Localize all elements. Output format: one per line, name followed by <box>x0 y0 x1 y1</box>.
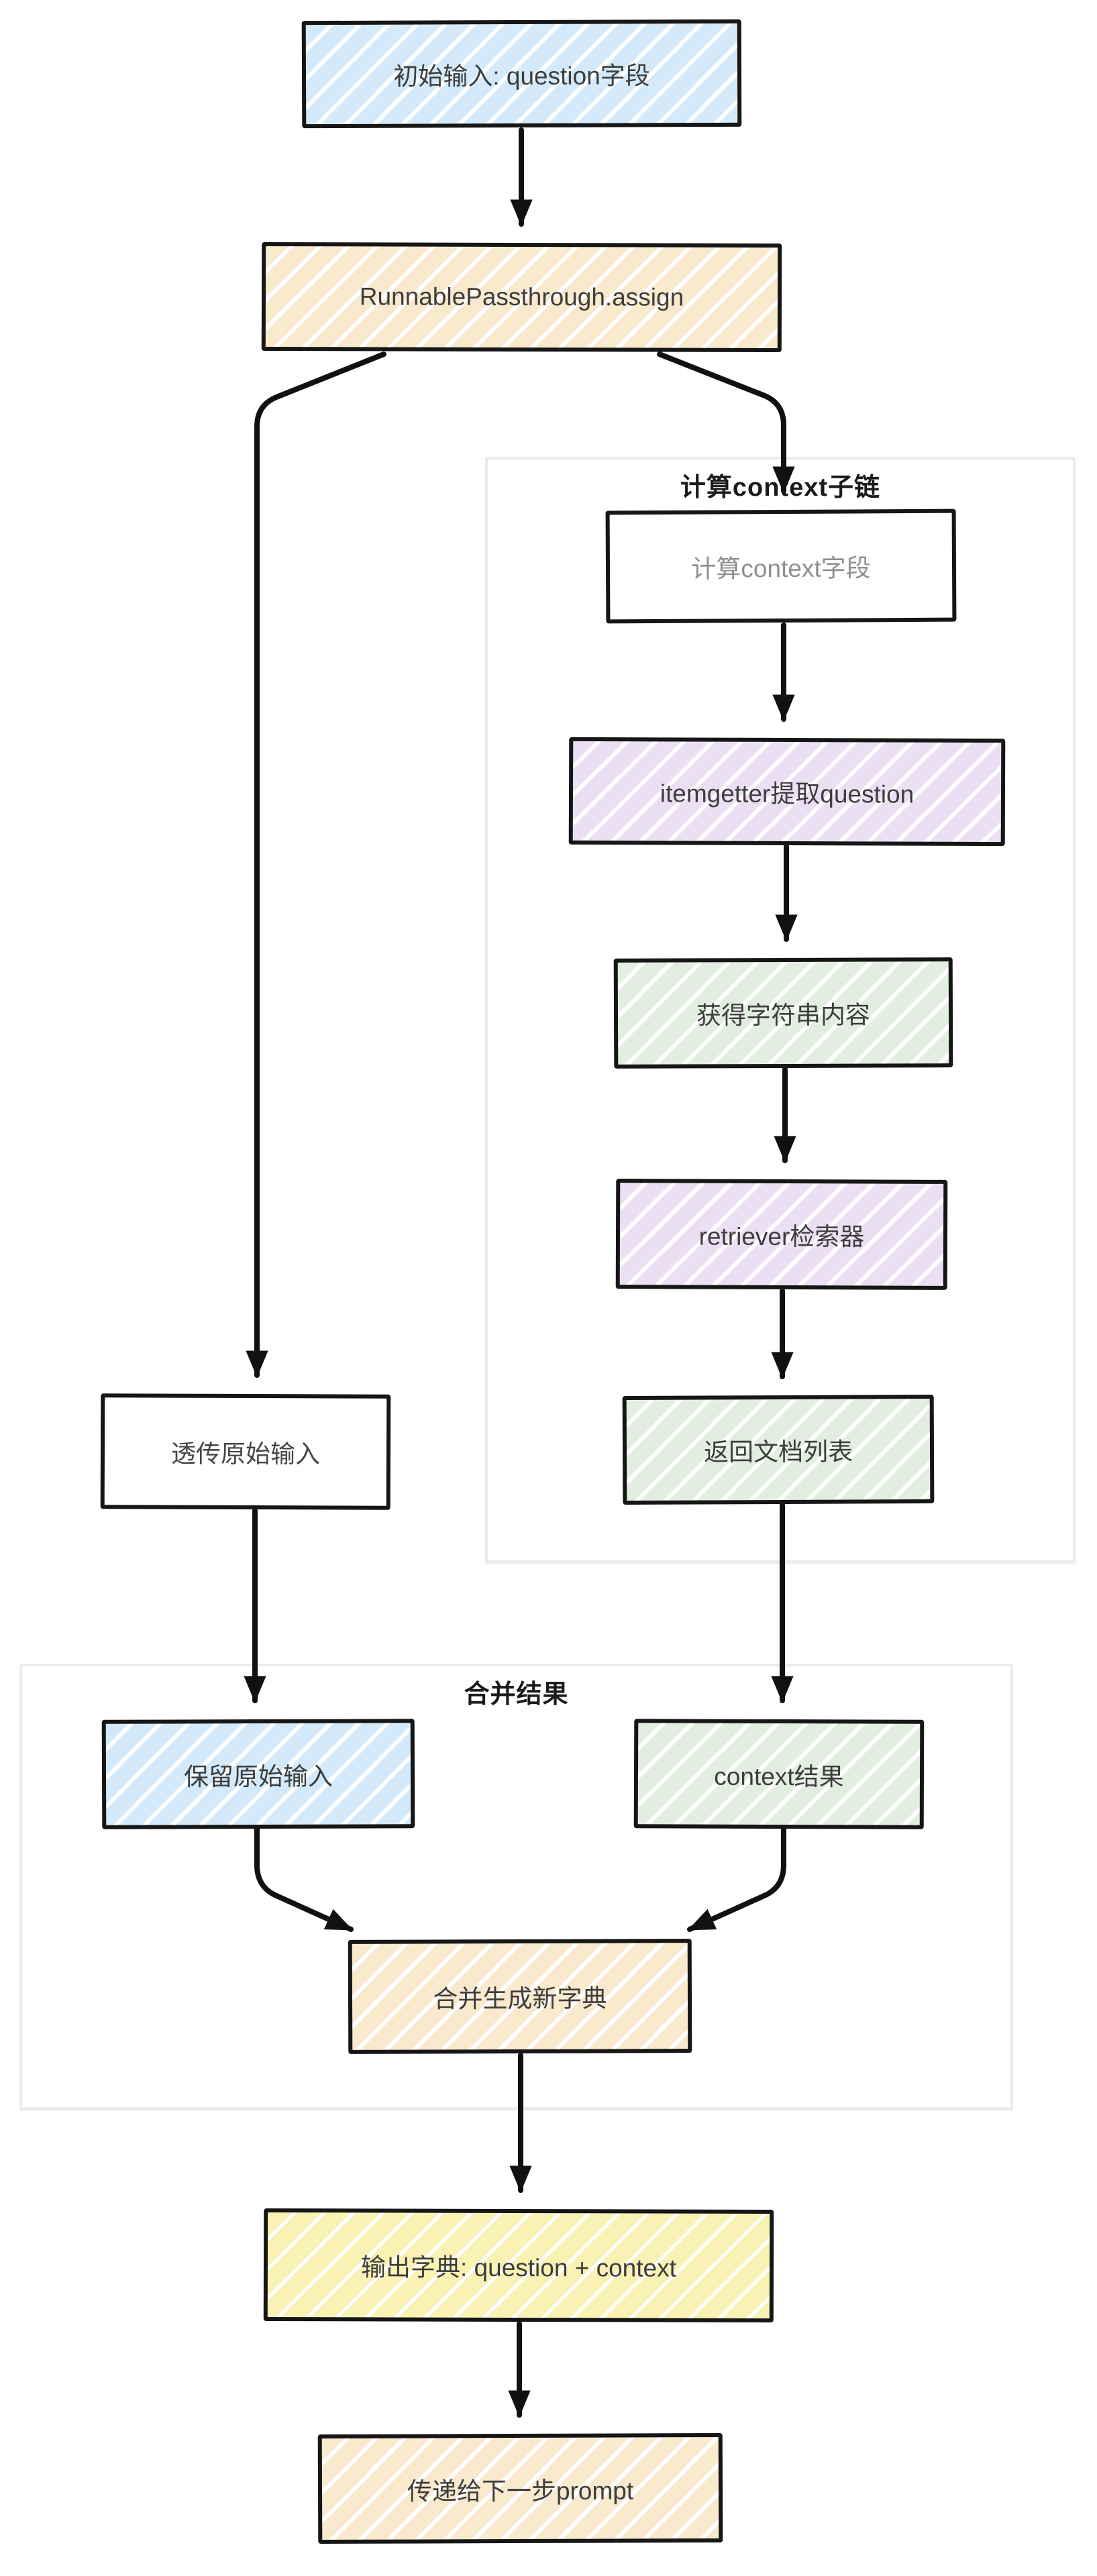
node-passthrough-original-label: 透传原始输入 <box>170 1440 321 1468</box>
node-return-docs[interactable]: 返回文档列表 <box>622 1394 935 1505</box>
node-keep-original-label: 保留原始输入 <box>183 1762 333 1790</box>
node-itemgetter-label: itemgetter提取question <box>660 780 915 808</box>
node-context-result-label: context结果 <box>714 1762 844 1790</box>
node-get-string-label: 获得字符串内容 <box>696 1001 871 1030</box>
node-keep-original[interactable]: 保留原始输入 <box>101 1719 415 1829</box>
node-next-prompt-label: 传递给下一步prompt <box>407 2476 634 2506</box>
node-initial-input-label: 初始输入: question字段 <box>393 62 650 91</box>
node-passthrough-original[interactable]: 透传原始输入 <box>100 1393 391 1510</box>
node-runnable-passthrough-assign[interactable]: RunnablePassthrough.assign <box>261 241 782 353</box>
node-retriever[interactable]: retriever检索器 <box>615 1179 948 1290</box>
node-retriever-label: retriever检索器 <box>698 1222 865 1251</box>
node-merge-dict-label: 合并生成新字典 <box>433 1984 607 2013</box>
node-context-result[interactable]: context结果 <box>633 1719 925 1829</box>
node-output-dict[interactable]: 输出字典: question + context <box>263 2208 774 2322</box>
node-runnable-passthrough-assign-label: RunnablePassthrough.assign <box>359 282 684 311</box>
node-output-dict-label: 输出字典: question + context <box>360 2253 676 2282</box>
edge-context-to-merge <box>687 1827 786 1932</box>
node-initial-input[interactable]: 初始输入: question字段 <box>301 19 742 129</box>
node-compute-context[interactable]: 计算context字段 <box>605 508 957 624</box>
node-return-docs-label: 返回文档列表 <box>703 1438 853 1466</box>
node-next-prompt[interactable]: 传递给下一步prompt <box>317 2432 723 2544</box>
node-merge-dict[interactable]: 合并生成新字典 <box>348 1939 692 2054</box>
group-merge-results-label: 合并结果 <box>464 1680 569 1709</box>
node-get-string[interactable]: 获得字符串内容 <box>613 957 953 1069</box>
edge-runnable-to-compute <box>657 352 795 494</box>
edge-runnable-to-passthrough <box>246 352 386 1378</box>
node-itemgetter[interactable]: itemgetter提取question <box>568 737 1006 847</box>
edge-keep-to-merge <box>254 1827 354 1932</box>
node-compute-context-label: 计算context字段 <box>691 554 871 583</box>
